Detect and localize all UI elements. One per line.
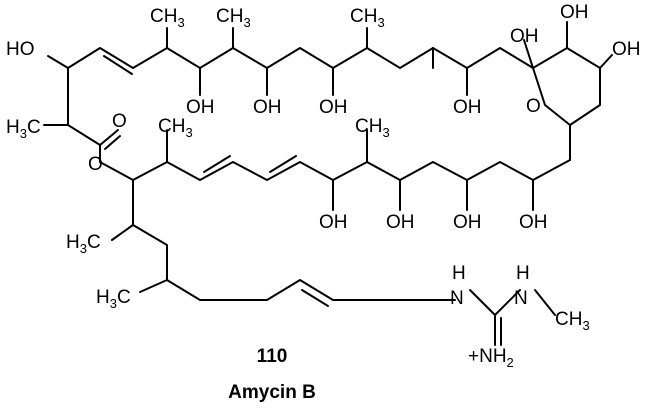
- label-oh-row1-b: OH: [253, 97, 282, 118]
- label-nh-1-h: H: [452, 263, 466, 284]
- label-h3c-chain-2: H3C: [96, 287, 131, 311]
- label-nh-1-n: N: [450, 288, 464, 309]
- caption: 110 Amycin B: [228, 346, 316, 403]
- ester-bonds: [43, 96, 134, 181]
- label-nh-2-n: N: [514, 288, 528, 309]
- label-ch3-guanidine: CH3: [555, 309, 590, 333]
- label-oh-row1-a: OH: [186, 97, 215, 118]
- label-oh-row2-a: OH: [319, 212, 348, 233]
- label-h3c-chain-1: H3C: [66, 232, 101, 256]
- label-ch3-top-3: CH3: [350, 6, 385, 30]
- label-ch3-mid-2: CH3: [355, 116, 390, 140]
- label-oh-ring-1: OH: [510, 26, 539, 47]
- top-substituent-bonds: [47, 27, 468, 98]
- label-ch3-top-2: CH3: [216, 6, 251, 30]
- label-oh-ring-3: OH: [612, 39, 641, 60]
- pyran-ring-bonds: [523, 21, 613, 161]
- label-h3c-left: H3C: [6, 117, 41, 141]
- label-oh-row1-c: OH: [319, 97, 348, 118]
- top-chain-bonds: [67, 47, 534, 75]
- label-nh-2-h: H: [516, 263, 530, 284]
- label-oh-ring-2: OH: [560, 2, 589, 23]
- label-oh-row1-d: OH: [453, 97, 482, 118]
- label-oh-row2-b: OH: [386, 212, 415, 233]
- atom-labels: HO CH3 CH3 CH3 OH OH OH OH OH OH OH O H3…: [6, 2, 641, 370]
- label-ring-oxygen: O: [526, 96, 541, 117]
- side-chain-bonds: [111, 179, 456, 307]
- label-ho-top-left: HO: [6, 39, 35, 60]
- lower-chain-bonds: [132, 129, 571, 211]
- guanidine-bonds: [469, 289, 556, 346]
- compound-name: Amycin B: [228, 382, 316, 403]
- label-ch3-top-1: CH3: [150, 6, 185, 30]
- label-oh-row2-d: OH: [519, 212, 548, 233]
- label-nh2-plus: +NH2: [468, 346, 514, 370]
- label-ester-carbonyl-o: O: [112, 111, 127, 132]
- label-oh-row2-c: OH: [453, 212, 482, 233]
- compound-number: 110: [257, 346, 288, 367]
- label-ch3-mid-1: CH3: [158, 116, 193, 140]
- label-ester-o: O: [88, 154, 103, 175]
